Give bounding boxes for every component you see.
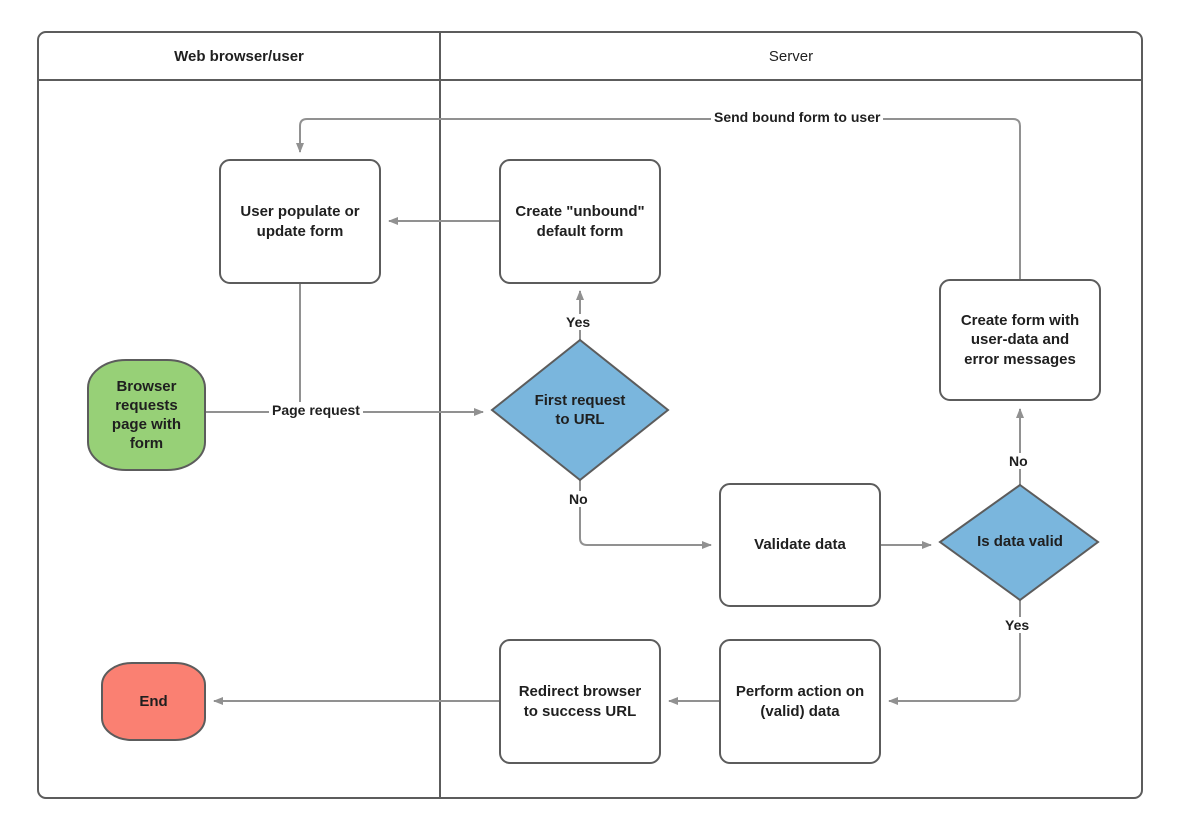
lane-title-server: Server [768, 47, 814, 65]
node-first-request-to-url[interactable] [490, 338, 670, 482]
edge-yes-to-perform-action [888, 600, 1021, 705]
node-is-data-valid[interactable] [938, 483, 1100, 602]
edge-label-no-first-request: No [566, 491, 591, 507]
edge-label-no-is-valid: No [1006, 453, 1031, 469]
node-browser-requests-page[interactable] [87, 359, 206, 471]
edge-send-bound-form-to-user [296, 118, 1021, 280]
edge-no-to-validate-data [579, 480, 712, 549]
lane-title-web-browser: Web browser/user [174, 47, 304, 65]
node-validate-data[interactable] [719, 483, 881, 607]
node-perform-action[interactable] [719, 639, 881, 764]
edge-label-yes-first-request: Yes [563, 314, 594, 330]
node-user-populate-form[interactable] [219, 159, 381, 284]
node-end[interactable] [101, 662, 206, 741]
node-create-form-with-errors[interactable] [939, 279, 1101, 401]
node-redirect-browser[interactable] [499, 639, 661, 764]
node-group [87, 159, 1101, 764]
edge-label-page-request: Page request [269, 402, 363, 418]
edge-label-yes-is-valid: Yes [1002, 617, 1033, 633]
edge-label-send-bound-form: Send bound form to user [711, 109, 884, 125]
node-create-unbound-form[interactable] [499, 159, 661, 284]
